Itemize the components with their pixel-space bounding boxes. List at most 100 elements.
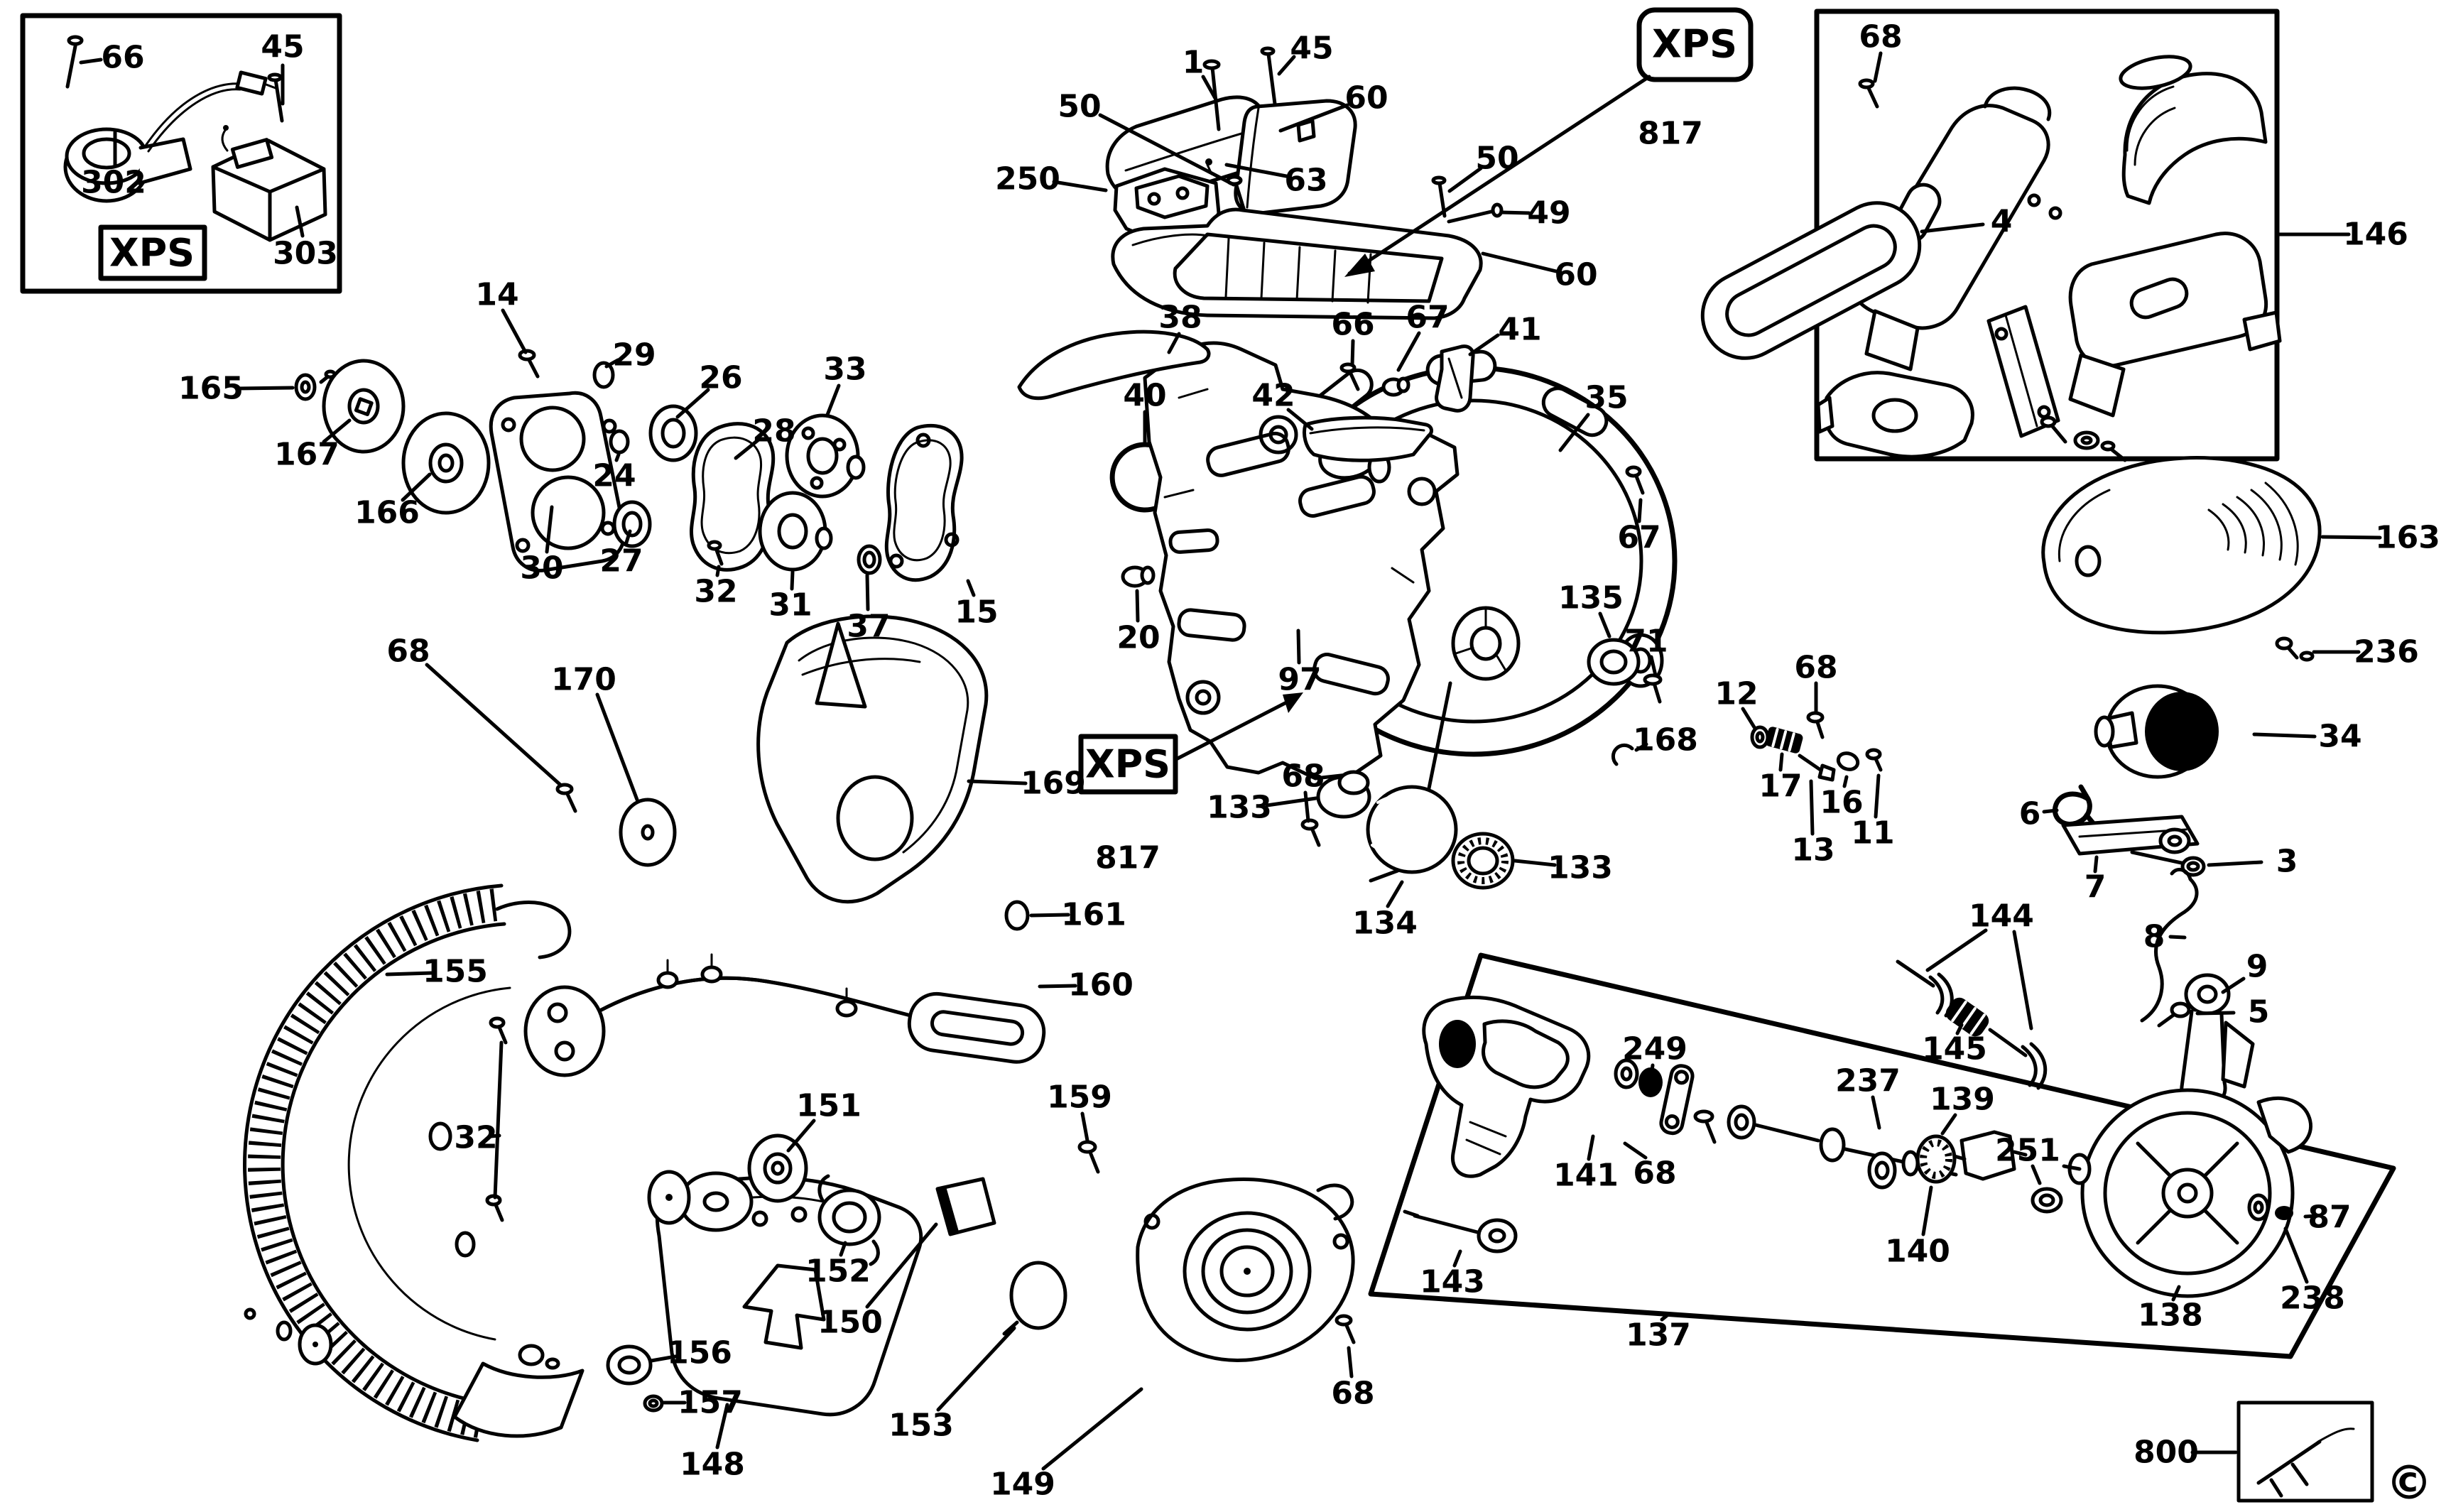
washer-170-drawing xyxy=(619,798,677,867)
shaft-drawing xyxy=(1754,1123,1958,1177)
part-callout-236: 236 xyxy=(2354,634,2419,670)
end-cover-149-drawing xyxy=(1136,1177,1355,1362)
handle-assembly xyxy=(1105,46,1504,320)
gear-plate-30-drawing xyxy=(489,391,626,572)
leader-line-27 xyxy=(624,529,632,547)
part-callout-17: 17 xyxy=(1759,768,1802,805)
part-callout-68: 68 xyxy=(1633,1155,1676,1192)
leader-line-133 xyxy=(1265,796,1318,807)
leader-line-149 xyxy=(1041,1387,1143,1471)
part-callout-150: 150 xyxy=(817,1305,883,1341)
pin-63-drawing xyxy=(1205,158,1212,165)
leader-line-138 xyxy=(2171,1285,2181,1302)
part-callout-20: 20 xyxy=(1116,620,1160,656)
part-callout-4: 4 xyxy=(1991,204,2013,240)
handle-grip-137-drawing xyxy=(1422,995,1591,1178)
screw-67b-drawing xyxy=(1634,472,1645,495)
part-callout-XPS: XPS xyxy=(1652,22,1737,67)
part-callout-67: 67 xyxy=(1406,300,1449,336)
screw-71-drawing xyxy=(1652,681,1662,704)
leader-line-49 xyxy=(1499,210,1531,215)
leader-line-50 xyxy=(1447,166,1483,193)
part-callout-144: 144 xyxy=(1969,898,2034,935)
part-callout-12: 12 xyxy=(1714,676,1758,712)
leader-line-97 xyxy=(1296,629,1301,665)
ring-153-drawing xyxy=(1002,1261,1067,1336)
leader-line-170 xyxy=(595,692,639,802)
part-callout-50: 50 xyxy=(1058,89,1101,125)
leader-line-34 xyxy=(2252,732,2317,739)
part-callout-32: 32 xyxy=(454,1120,497,1156)
bushing-37-drawing xyxy=(857,544,882,575)
part-callout-68: 68 xyxy=(1281,758,1325,795)
leader-line-13 xyxy=(1809,779,1815,836)
screw-68e-drawing xyxy=(1310,826,1321,847)
leader-line-169 xyxy=(967,779,1028,785)
lever-41-drawing xyxy=(1435,344,1475,413)
leader-line-150 xyxy=(865,1222,938,1309)
knob-34-drawing xyxy=(2094,684,2219,779)
part-callout-29: 29 xyxy=(612,337,656,374)
xps-sub-badge xyxy=(98,224,207,281)
screw-68-drawing xyxy=(1866,85,1879,109)
leader-line-238 xyxy=(2283,1227,2309,1284)
part-callout-68: 68 xyxy=(386,633,430,670)
part-callout-16: 16 xyxy=(1820,785,1863,821)
xps-badge-top xyxy=(1344,7,1754,277)
screw-32-drawing xyxy=(714,546,724,566)
part-callout-34: 34 xyxy=(2318,719,2361,755)
ring-27-drawing xyxy=(612,500,652,548)
leader-line-50 xyxy=(1098,113,1236,187)
screw-68g-drawing xyxy=(1704,1119,1717,1144)
bearing-133b-drawing xyxy=(1451,832,1515,890)
part-callout-160: 160 xyxy=(1068,967,1134,1004)
part-callout-168: 168 xyxy=(1633,722,1698,758)
part-callout-87: 87 xyxy=(2308,1200,2351,1236)
part-callout-145: 145 xyxy=(1922,1031,1987,1067)
gearbox-small-parts xyxy=(1017,330,1475,462)
leader-line-17 xyxy=(1778,752,1784,772)
part-callout-68: 68 xyxy=(1859,19,1902,55)
leader-line-42 xyxy=(1286,408,1314,431)
part-callout-135: 135 xyxy=(1558,580,1624,616)
spring-17-drawing xyxy=(1765,727,1803,754)
leader-line-24 xyxy=(614,452,621,462)
belt-4-drawing xyxy=(1700,201,1922,360)
window-42-drawing xyxy=(1303,415,1433,462)
duct-half-2-drawing xyxy=(2068,232,2282,418)
part-callout-50: 50 xyxy=(1475,141,1518,177)
leader-line-249 xyxy=(1647,1063,1655,1096)
part-callout-66: 66 xyxy=(101,40,144,76)
roller-156-drawing xyxy=(606,1344,653,1386)
part-callout-139: 139 xyxy=(1930,1082,1995,1118)
star-washer-139-drawing xyxy=(1915,1134,1957,1184)
screw-66c-drawing xyxy=(1347,369,1360,391)
wedge-150-drawing xyxy=(935,1177,996,1236)
clip-6-drawing xyxy=(2052,784,2099,830)
leader-line-12 xyxy=(1741,707,1756,729)
part-callout-151: 151 xyxy=(796,1088,861,1124)
part-callout-66: 66 xyxy=(1331,307,1374,343)
part-callout-1: 1 xyxy=(1183,45,1205,81)
gasket-28-drawing xyxy=(690,422,776,572)
part-callout-45: 45 xyxy=(261,29,304,65)
screw-45-drawing xyxy=(273,77,284,123)
leader-line-9 xyxy=(2221,977,2246,994)
leader-line-29 xyxy=(604,358,620,369)
ring-24-drawing xyxy=(609,429,630,455)
part-callout-250: 250 xyxy=(995,161,1060,197)
leader-line-45 xyxy=(1277,55,1296,76)
leader-line-71 xyxy=(1649,655,1658,678)
part-callout-159: 159 xyxy=(1047,1079,1112,1116)
pulley-31-drawing xyxy=(758,491,827,572)
leader-line-303 xyxy=(295,205,305,238)
leader-line-41 xyxy=(1468,333,1500,357)
part-callout-60: 60 xyxy=(1554,257,1597,293)
leader-line-67 xyxy=(1396,331,1421,372)
part-callout-11: 11 xyxy=(1851,815,1894,852)
part-callout-170: 170 xyxy=(551,662,616,698)
leader-line-166 xyxy=(401,472,432,502)
xps-module-303-drawing xyxy=(211,125,327,242)
leader-line-67 xyxy=(1637,498,1643,523)
